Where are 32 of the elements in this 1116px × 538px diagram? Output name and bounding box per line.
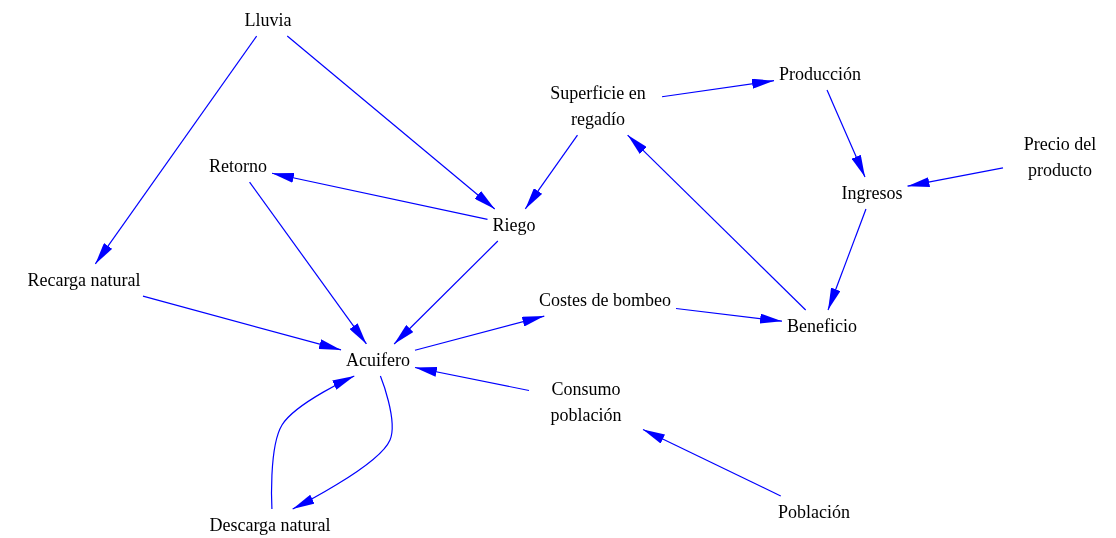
arrow: [675, 307, 783, 324]
arrow: [249, 181, 368, 345]
variable-label: Consumo población: [531, 374, 641, 430]
arrow: [270, 375, 355, 510]
arrow: [627, 134, 807, 311]
arrow: [414, 366, 530, 392]
variable-label: Beneficio: [784, 311, 860, 341]
arrow: [414, 315, 545, 351]
arrow: [94, 35, 258, 265]
arrow: [827, 208, 867, 311]
variable-label: Precio del producto: [1005, 129, 1115, 185]
variable-label: Población: [775, 497, 853, 527]
variable-label: Ingresos: [838, 178, 906, 208]
arrow: [286, 35, 496, 210]
arrow: [661, 78, 775, 98]
variable-label: Recarga natural: [24, 265, 144, 295]
arrow: [393, 240, 499, 345]
variable-label: Costes de bombeo: [536, 285, 674, 315]
variable-label: Superficie en regadío: [536, 78, 660, 134]
variable-label: Riego: [489, 210, 539, 240]
variable-label: Lluvia: [241, 5, 295, 35]
variable-label: Producción: [776, 59, 864, 89]
arrow: [642, 428, 782, 497]
arrow: [292, 375, 393, 510]
arrow: [142, 295, 342, 351]
arrow: [826, 89, 866, 178]
arrow: [524, 134, 579, 210]
variable-label: Descarga natural: [206, 510, 334, 538]
arrow: [906, 167, 1004, 187]
variable-label: Retorno: [206, 151, 270, 181]
variable-label: Acuifero: [343, 345, 413, 375]
arrow: [271, 172, 489, 220]
